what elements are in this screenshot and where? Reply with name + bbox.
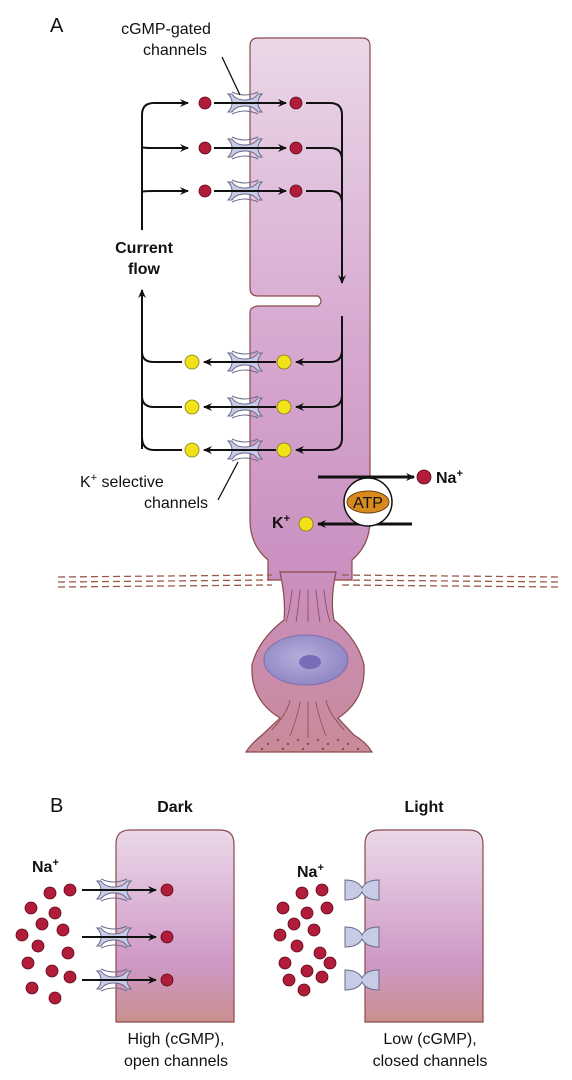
current-flow-loop — [138, 99, 346, 454]
current-label-line1: Current — [115, 240, 173, 257]
cgmp-label-leader — [221, 56, 241, 96]
dark-title: Dark — [157, 799, 193, 816]
channel-na-arrows — [214, 99, 287, 195]
dark-caption-line1: High (cGMP), — [128, 1031, 225, 1048]
light-outer-segment — [364, 829, 484, 1023]
light-outer-sodium — [273, 883, 337, 997]
dark-outer-sodium — [15, 883, 77, 1005]
dark-caption-line2: open channels — [124, 1053, 228, 1070]
k-label-leader — [217, 461, 239, 501]
cgmp-label-line2: channels — [143, 42, 207, 59]
cilium-fibers — [271, 589, 345, 738]
light-caption-line1: Low (cGMP), — [383, 1031, 476, 1048]
dark-inner-sodium — [160, 883, 174, 987]
current-label-line2: flow — [128, 261, 161, 278]
pump-k-label: K+ — [272, 513, 290, 532]
light-title: Light — [404, 799, 444, 816]
membrane-boundary — [57, 574, 561, 588]
light-na-label: Na+ — [297, 862, 324, 881]
dark-channel-arrows — [82, 886, 157, 984]
atp-label: ATP — [353, 495, 383, 512]
panel-a-letter: A — [50, 15, 64, 37]
panel-b-letter: B — [50, 795, 63, 817]
k-channel-label-line1: K+ selective — [80, 472, 164, 491]
na-k-atpase-pump: ATP — [317, 473, 415, 528]
light-caption-line2: closed channels — [373, 1053, 488, 1070]
nucleolus — [299, 655, 321, 669]
dark-na-label: Na+ — [32, 857, 59, 876]
potassium-ions-a — [184, 354, 292, 458]
sodium-ions-a — [198, 96, 303, 198]
synaptic-vesicles — [260, 738, 360, 751]
channel-k-arrows — [203, 358, 276, 454]
pump-na-label: Na+ — [436, 468, 463, 487]
light-closed-channels — [344, 879, 380, 991]
dark-open-channels — [96, 878, 132, 992]
pump-sodium-ion — [416, 469, 432, 485]
pump-potassium-ion — [298, 516, 314, 532]
cgmp-label-line1: cGMP-gated — [121, 21, 211, 38]
dark-outer-segment — [115, 829, 235, 1023]
k-channel-label-line2: channels — [144, 495, 208, 512]
